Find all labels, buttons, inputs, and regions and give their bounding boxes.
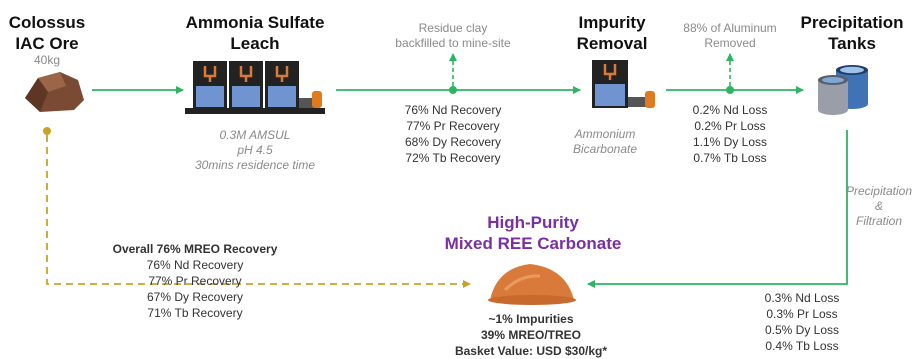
leach-recovery-item: 77% Pr Recovery [406,119,500,133]
leach-recovery-item: 76% Nd Recovery [404,103,502,117]
leach-title-line1: Ammonia Sulfate [185,13,325,32]
recycle-origin-dot [43,127,51,135]
ore-mass: 40kg [33,53,61,67]
filtration-note: Precipitation & Filtration [843,184,915,229]
overall-recovery: Overall 76% MREO Recovery 76% Nd Recover… [100,241,290,321]
residue-note: Residue clay backfilled to mine-site [373,21,533,51]
aluminum-junction-dot [726,86,734,94]
recycle-arrow-ore-to-product [46,135,471,288]
overall-recovery-item: 77% Pr Recovery [148,274,242,288]
leach-recovery-list: 76% Nd Recovery 77% Pr Recovery 68% Dy R… [385,102,521,166]
precipitation-tanks-icon [818,65,868,115]
overall-recovery-item: 67% Dy Recovery [146,290,244,304]
precip-loss-item: 0.4% Tb Loss [765,339,839,353]
impurity-loss-item: 0.2% Pr Loss [694,119,766,133]
residue-note-line2: backfilled to mine-site [395,36,511,50]
carbonate-pile-icon [488,264,576,305]
impurity-title: Impurity Removal [562,12,662,54]
impurity-loss-item: 1.1% Dy Loss [692,135,768,149]
leach-reactor-icon [185,61,325,114]
product-detail: ~1% Impurities [488,312,574,326]
product-details: ~1% Impurities 39% MREO/TREO Basket Valu… [426,311,636,359]
ore-rock-icon [25,72,84,112]
aluminum-note-line2: Removed [704,36,756,50]
product-detail: Basket Value: USD $30/kg* [454,344,608,358]
precip-loss-item: 0.5% Dy Loss [764,323,840,337]
impurity-reagent-line1: Ammonium [574,127,636,141]
impurity-reagent: Ammonium Bicarbonate [565,127,645,157]
overall-recovery-item: 76% Nd Recovery [146,258,244,272]
leach-conditions: 0.3M AMSUL pH 4.5 30mins residence time [175,128,335,173]
impurity-loss-list: 0.2% Nd Loss 0.2% Pr Loss 1.1% Dy Loss 0… [678,102,782,166]
impurity-title-line1: Impurity [578,13,646,32]
ore-title-line2: IAC Ore [15,34,79,53]
aluminum-note-line1: 88% of Aluminum [683,21,777,35]
flow-arrow-precip-to-product [587,130,848,288]
leach-title-line2: Leach [230,34,280,53]
leach-condition: 30mins residence time [194,158,316,172]
aluminum-note: 88% of Aluminum Removed [671,21,789,51]
leach-condition: pH 4.5 [237,143,273,157]
filtration-note-line3: Filtration [855,214,902,228]
ore-title: Colossus IAC Ore [2,12,92,54]
leach-condition: 0.3M AMSUL [219,128,291,142]
product-detail: 39% MREO/TREO [480,328,582,342]
impurity-title-line2: Removal [576,34,648,53]
residue-note-line1: Residue clay [418,21,488,35]
impurity-loss-item: 0.7% Tb Loss [693,151,767,165]
overall-recovery-item: 71% Tb Recovery [147,306,243,320]
precip-loss-item: 0.3% Pr Loss [766,307,838,321]
product-title-line1: High-Purity [487,213,579,232]
overall-recovery-title: Overall 76% MREO Recovery [112,242,278,256]
impurity-reagent-line2: Bicarbonate [572,142,638,156]
filtration-note-line1: Precipitation [845,184,913,198]
precip-title: Precipitation Tanks [790,12,914,54]
precip-title-line1: Precipitation [800,13,904,32]
residue-junction-dot [449,86,457,94]
leach-recovery-item: 72% Tb Recovery [405,151,501,165]
impurity-loss-item: 0.2% Nd Loss [692,103,768,117]
precip-loss-list: 0.3% Nd Loss 0.3% Pr Loss 0.5% Dy Loss 0… [748,290,856,354]
impurity-tank-icon [592,60,655,108]
product-title-line2: Mixed REE Carbonate [444,234,622,253]
precip-loss-item: 0.3% Nd Loss [764,291,840,305]
ore-title-line1: Colossus [8,13,86,32]
precip-title-line2: Tanks [828,34,876,53]
product-title: High-Purity Mixed REE Carbonate [418,212,648,254]
filtration-note-line2: & [874,199,883,213]
leach-recovery-item: 68% Dy Recovery [404,135,502,149]
leach-title: Ammonia Sulfate Leach [170,12,340,54]
